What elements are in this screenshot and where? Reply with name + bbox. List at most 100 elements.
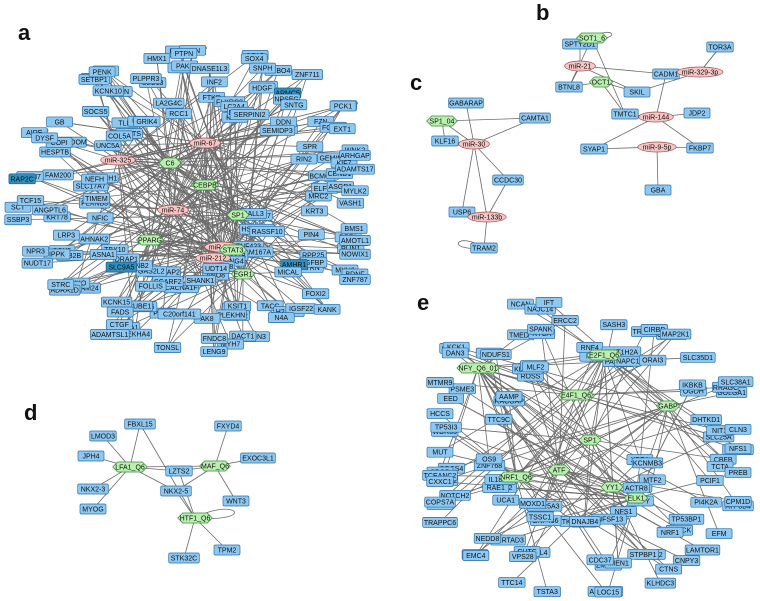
gene-node[interactable]: NFS1 (724, 443, 752, 455)
gene-node[interactable]: LAMTOR1 (684, 544, 721, 556)
gene-node[interactable]: FBXL15 (124, 418, 156, 430)
gene-node[interactable]: MOXD1 (518, 497, 547, 509)
gene-node[interactable]: PLPPR3 (130, 73, 162, 85)
gene-node[interactable]: SOCS5 (82, 105, 110, 117)
gene-node[interactable]: MAP2K1 (659, 328, 692, 340)
gene-node[interactable]: COL5A (105, 130, 134, 142)
gene-node[interactable]: EXOC3L1 (240, 452, 276, 464)
gene-node[interactable]: KLHDC3 (644, 577, 677, 589)
gene-node[interactable]: TTC14 (498, 577, 526, 588)
gene-node[interactable]: HDGF (248, 82, 276, 94)
gene-node[interactable]: SNPH (249, 62, 276, 74)
gene-node[interactable]: CDC37 (586, 554, 614, 566)
gene-node[interactable]: EED (437, 393, 464, 404)
gene-node[interactable]: SEMIDP3 (259, 125, 296, 136)
gene-node[interactable]: ARHGAP (339, 149, 371, 161)
gene-node[interactable]: DNASE1L3 (189, 63, 230, 74)
gene-node[interactable]: NEFH (81, 173, 108, 185)
gene-node[interactable]: SLC35D1 (680, 352, 716, 363)
gene-node[interactable]: STK32C (168, 552, 200, 564)
gene-node[interactable]: RIN2 (290, 153, 318, 165)
tf-node[interactable]: NRF1_Q6 (498, 471, 534, 483)
gene-node[interactable]: GRIK4 (133, 116, 161, 127)
tf-node[interactable]: SP1_04 (426, 115, 458, 127)
gene-node[interactable]: CXXC1 (426, 475, 454, 487)
gene-node[interactable]: PLEKHN (215, 309, 247, 321)
gene-node[interactable]: NPR3 (22, 245, 49, 257)
gene-node[interactable]: NEDD8 (473, 532, 502, 544)
gene-node[interactable]: PENK (88, 66, 116, 78)
gene-node[interactable]: KCNK15 (100, 296, 133, 308)
gene-node[interactable]: PREB (724, 467, 752, 478)
gene-node[interactable]: UCA1 (492, 494, 520, 506)
gene-node[interactable]: ACTR8 (622, 482, 650, 494)
gene-node[interactable]: CLN3 (724, 423, 752, 435)
gene-node[interactable]: TRAM2 (470, 242, 498, 254)
tf-node[interactable]: HTF1_Q6 (177, 512, 213, 524)
gene-node[interactable]: TP53I3 (430, 421, 462, 433)
gene-node[interactable]: SLC38A1 (717, 376, 754, 388)
gene-node[interactable]: COPS7A (424, 496, 456, 508)
gene-node[interactable]: STPBP1 (627, 548, 659, 560)
tf-node[interactable]: CEBPB (191, 179, 219, 191)
gene-node[interactable]: USP6 (448, 206, 476, 218)
gene-node[interactable]: PSME3 (448, 383, 476, 395)
gene-node[interactable]: JPH4 (77, 450, 105, 462)
gene-node[interactable]: CTNS (655, 563, 683, 575)
gene-node[interactable]: KCNMB3 (631, 457, 664, 469)
gene-node[interactable]: ORAI3 (639, 354, 667, 366)
gene-node[interactable]: PCIF1 (696, 475, 724, 486)
gene-node[interactable]: AAMP (495, 390, 523, 402)
gene-node[interactable]: DYSF (31, 132, 58, 144)
gene-node[interactable]: ZNF711 (291, 69, 323, 80)
tf-node[interactable]: PPARG (136, 234, 164, 246)
gene-node[interactable]: TMTC1 (611, 108, 639, 120)
gene-node[interactable]: ADAMTSL1 (90, 329, 130, 340)
mirna-node[interactable]: miR-212 (195, 252, 231, 264)
mirna-node[interactable]: miR-144 (638, 111, 674, 123)
gene-node[interactable]: LZTS2 (165, 465, 193, 477)
gene-node[interactable]: FADS (106, 306, 134, 318)
gene-node[interactable]: LENG9 (200, 346, 228, 357)
gene-node[interactable]: WNT3 (222, 495, 250, 507)
gene-node[interactable]: UDT14 (202, 263, 230, 274)
gene-node[interactable]: KANK (313, 303, 341, 315)
gene-node[interactable]: FOLLIS (135, 280, 167, 292)
gene-node[interactable]: FXYD4 (214, 420, 242, 432)
gene-node[interactable]: ADAMTS17 (335, 163, 375, 175)
gene-node[interactable]: NDUFS1 (480, 349, 512, 360)
gene-node[interactable]: TONSL (153, 342, 182, 353)
gene-node[interactable]: TPM2 (213, 544, 241, 556)
gene-node[interactable]: ZNF787 (339, 274, 371, 285)
tf-node[interactable]: OCT1 (588, 76, 614, 88)
gene-node[interactable]: RASSF10 (249, 226, 285, 237)
mirna-node[interactable]: miR-325 (100, 154, 136, 166)
gene-node[interactable]: CNPY3 (672, 555, 701, 567)
gene-node[interactable]: EFM (705, 528, 733, 540)
gene-node[interactable]: SKIL (623, 86, 651, 98)
gene-node[interactable]: GBA (644, 184, 672, 196)
gene-node[interactable]: DNAJB4 (569, 516, 601, 527)
gene-node[interactable]: NUDT17 (21, 257, 53, 269)
gene-node[interactable]: TSSC1 (526, 511, 554, 523)
gene-node[interactable]: SNTG (280, 99, 308, 111)
gene-node[interactable]: ASNA1 (89, 249, 117, 260)
gene-node[interactable]: MYOG (79, 503, 107, 515)
mirna-node[interactable]: miR-21 (564, 60, 596, 72)
gene-node[interactable]: TCF15 (16, 195, 45, 206)
tf-node[interactable]: SP1 (578, 434, 602, 446)
gene-node[interactable]: KRT3 (301, 205, 328, 217)
gene-node[interactable]: ANGPTL6 (32, 204, 68, 216)
tf-node[interactable]: MAF_Q6 (199, 460, 231, 472)
gene-node[interactable]: NKX2-3 (77, 483, 109, 495)
gene-node[interactable]: NOWIX1 (339, 248, 371, 260)
gene-node[interactable]: INF2 (201, 76, 228, 88)
tf-node[interactable]: YY1 (600, 481, 624, 493)
gene-node[interactable]: TIMEM (82, 192, 110, 204)
gene-node[interactable]: IGSF22 (285, 303, 317, 315)
gene-node[interactable]: VPS28 (509, 551, 537, 562)
gene-node[interactable]: RCC1 (165, 108, 193, 120)
gene-node[interactable]: MYLK2 (341, 185, 369, 197)
gene-node[interactable]: BMS1 (340, 223, 368, 234)
gene-node[interactable]: N4A (267, 312, 295, 323)
